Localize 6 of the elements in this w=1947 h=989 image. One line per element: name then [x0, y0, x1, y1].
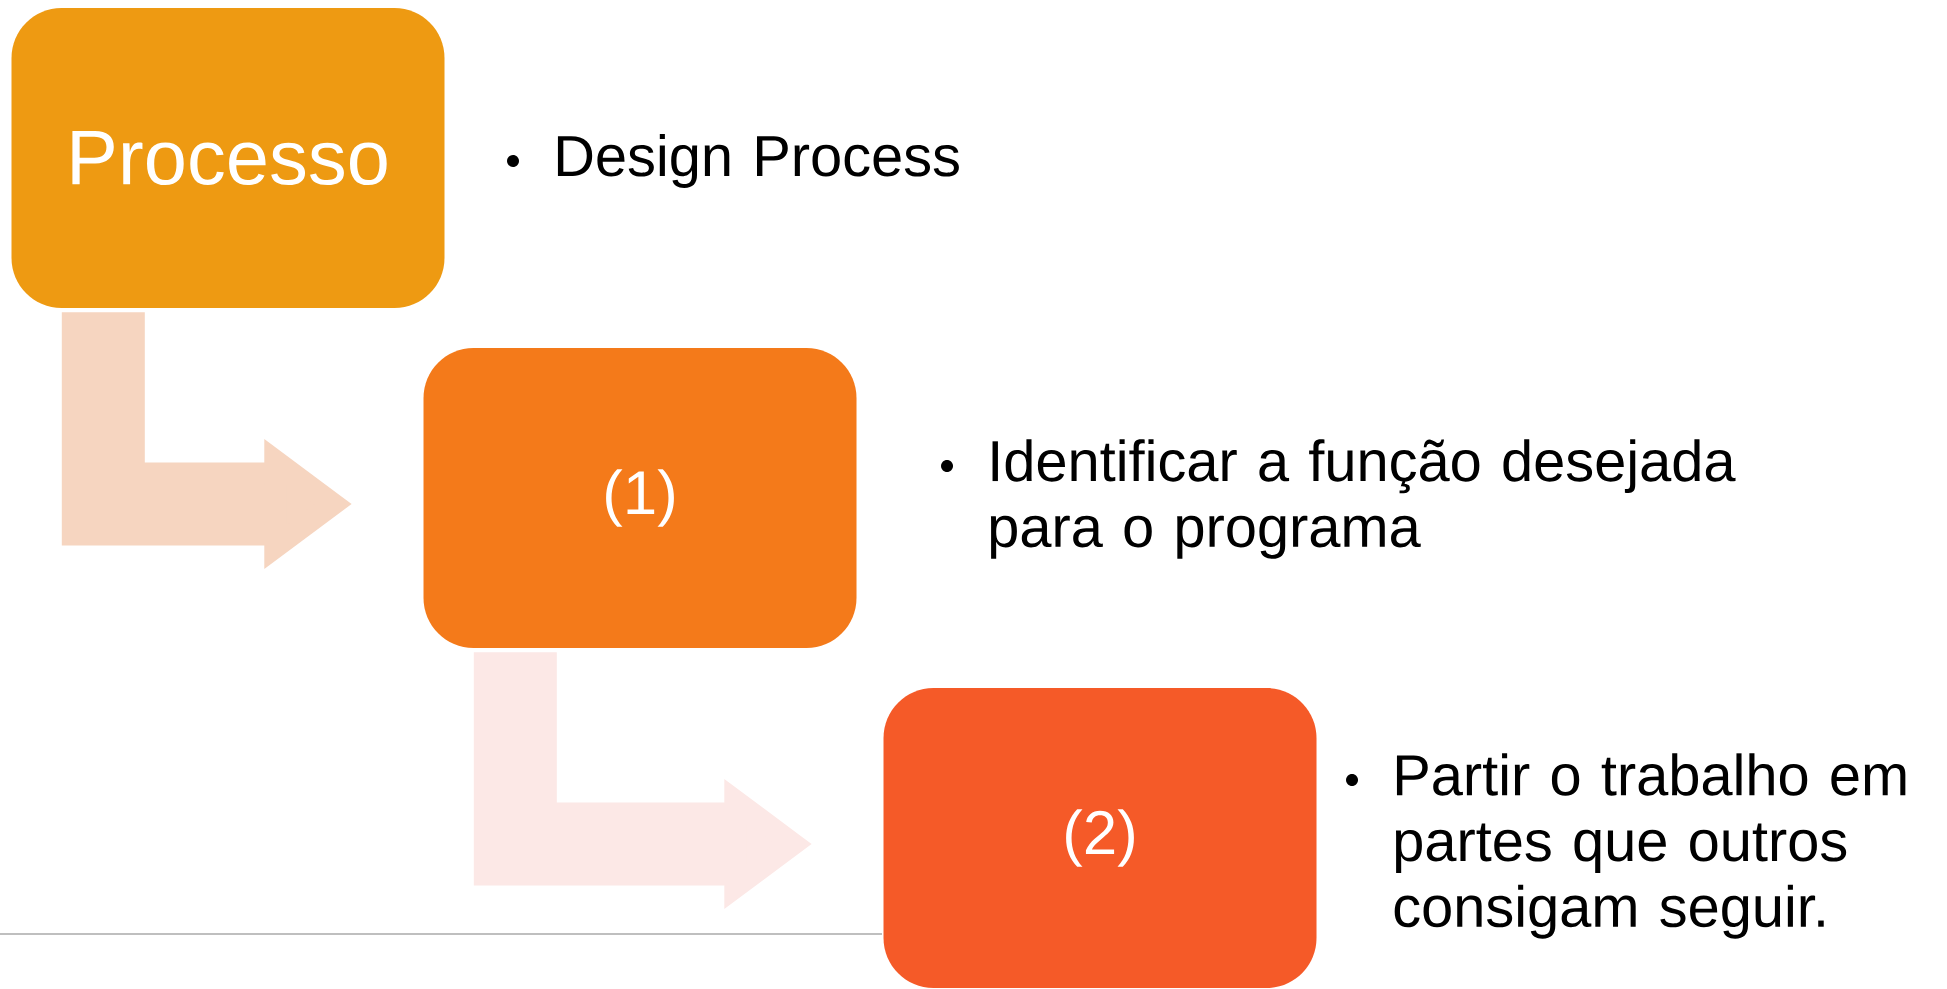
process-box: Processo	[11, 8, 445, 308]
bullet-text: Identificar a função desejada para o programa	[990, 439, 1736, 559]
bullet-text: Partir o trabalho em partes que outros consigam seguir.	[1394, 753, 1906, 939]
process-box: (1)	[423, 348, 857, 648]
process-box: (2)	[883, 688, 1317, 988]
bullet-text: Design Process	[557, 134, 959, 188]
